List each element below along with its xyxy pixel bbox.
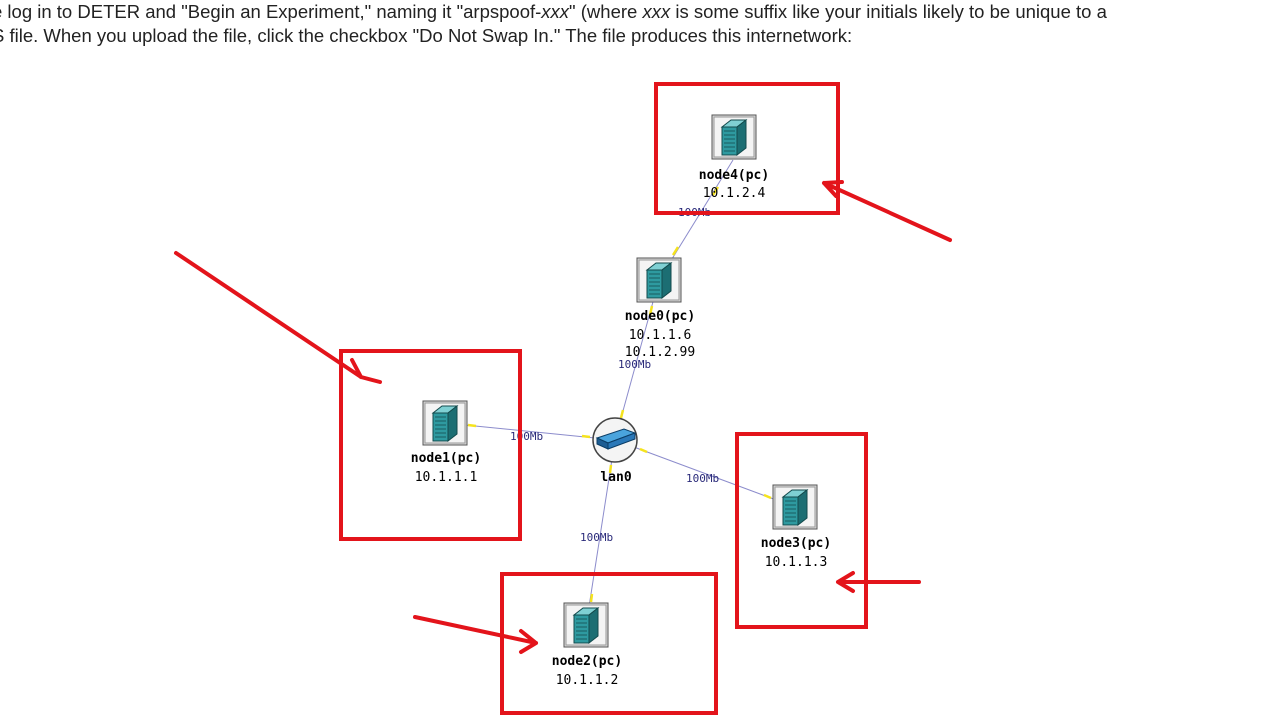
node3: node3(pc) 10.1.1.3 [761,484,831,570]
bw-label-node0-lan0: 100Mb [618,358,651,371]
endpoint-marker [711,186,720,196]
switch-side [607,432,636,450]
node4-ip: 10.1.2.4 [703,186,766,201]
intro-line-1-part: is some suffix like your initials likely… [670,1,1107,22]
bw-label-node2-lan0: 100Mb [580,531,613,544]
bw-label-node3-lan0: 100Mb [686,472,719,485]
endpoint-marker [648,305,654,316]
endpoint-marker [671,246,680,256]
highlight-boxes [339,82,868,715]
server-icon [711,114,757,160]
endpoint-marker [639,447,648,454]
arrow-icon [413,615,538,654]
node4-name: node4(pc) [699,168,769,183]
intro-line-1: e log in to DETER and "Begin an Experime… [0,0,1280,24]
highlight-box-node2 [500,572,718,715]
node0: node0(pc) 10.1.1.6 10.1.2.99 [625,257,695,360]
node0-name: node0(pc) [625,309,695,324]
node0-ip-1: 10.1.1.6 [629,328,692,343]
intro-line-1-part: " (where [569,1,643,22]
arrow-icon [174,251,382,384]
bandwidth-labels: 100Mb 100Mb 100Mb 100Mb 100Mb [510,206,719,544]
link-endpoints [467,186,772,603]
server-icon [772,484,818,530]
node1: node1(pc) 10.1.1.1 [411,400,481,485]
node0-ip-2: 10.1.2.99 [625,345,695,360]
node2-ip: 10.1.1.2 [556,673,619,688]
node3-ip: 10.1.1.3 [765,555,828,570]
intro-line-1-part: e log in to DETER and "Begin an Experime… [0,1,542,22]
intro-line-1-italic: xxx [642,1,671,22]
node1-name: node1(pc) [411,451,481,466]
node3-name: node3(pc) [761,536,831,551]
arrow-icon [822,180,952,242]
intro-line-1-italic: xxx [541,1,570,22]
highlight-box-node4 [654,82,840,215]
endpoint-marker [763,493,772,500]
node1-ip: 10.1.1.1 [415,470,478,485]
endpoint-marker [608,464,613,474]
intro-line-2: S file. When you upload the file, click … [0,25,853,46]
server-icon [422,400,468,446]
arrow-icon [836,571,921,593]
endpoint-marker [467,423,477,428]
node4: node4(pc) 10.1.2.4 [699,114,769,201]
bw-label-node1-lan0: 100Mb [510,430,543,443]
node2: node2(pc) 10.1.1.2 [552,602,622,688]
links [444,159,796,627]
server-icon [636,257,682,303]
endpoint-marker [619,409,625,419]
intro-text: e log in to DETER and "Begin an Experime… [0,0,1280,48]
annotation-arrows [174,180,952,654]
endpoint-marker [589,593,594,603]
highlight-box-node3 [735,432,868,629]
server-icon [563,602,609,648]
lan0-switch: lan0 [592,417,638,485]
node2-name: node2(pc) [552,654,622,669]
highlight-box-node1 [339,349,522,541]
lan0-label: lan0 [600,470,631,485]
endpoint-marker [581,434,591,439]
